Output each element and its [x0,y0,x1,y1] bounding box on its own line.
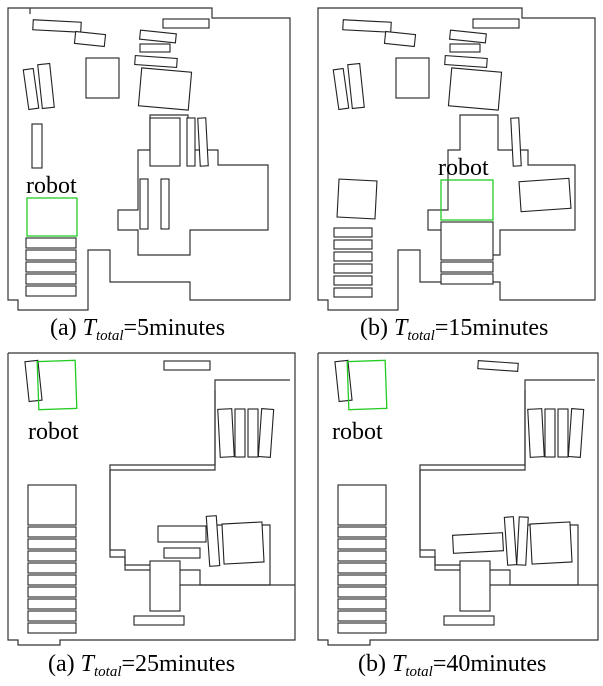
furniture [334,359,585,634]
caption-symbol: T [391,651,406,677]
robot-label: robot [26,173,77,199]
map-panel-25min: robot [7,352,296,646]
robot-marker [346,359,388,411]
caption-value: =15minutes [434,315,549,341]
room-outline [317,7,596,311]
robot-marker [36,359,78,411]
inner-wall [117,114,269,256]
caption-subscript: total [405,664,433,680]
caption-prefix: (a) [50,315,77,341]
caption-symbol: T [82,315,96,341]
caption-prefix: (b) [360,315,388,341]
caption-prefix: (b) [358,651,386,677]
caption-subscript: total [407,328,435,344]
caption-5min: (a) Ttotal=5minutes [50,314,225,350]
robot-label: robot [28,419,79,445]
caption-15min: (b) Ttotal=15minutes [360,314,548,350]
caption-40min: (b) Ttotal=40minutes [358,650,546,686]
map-panel-40min: robot [317,352,599,646]
caption-symbol: T [393,315,408,341]
caption-subscript: total [94,664,122,680]
caption-symbol: T [80,651,94,677]
caption-prefix: (a) [48,651,75,677]
caption-subscript: total [96,328,124,344]
caption-25min: (a) Ttotal=25minutes [48,650,235,686]
furniture [332,18,572,298]
caption-value: =40minutes [432,651,547,677]
map-panel-15min: robot [317,7,596,311]
furniture [22,18,210,297]
inner-wall [109,390,271,586]
inner-wall [419,390,579,586]
robot-marker [440,179,494,221]
map-panel-5min: robot [7,7,291,311]
robot-label: robot [438,155,489,181]
robot-marker [26,197,78,237]
furniture [24,359,275,634]
caption-value: =25minutes [121,651,236,677]
caption-value: =5minutes [123,315,226,341]
room-outline [7,7,291,311]
robot-label: robot [332,419,383,445]
